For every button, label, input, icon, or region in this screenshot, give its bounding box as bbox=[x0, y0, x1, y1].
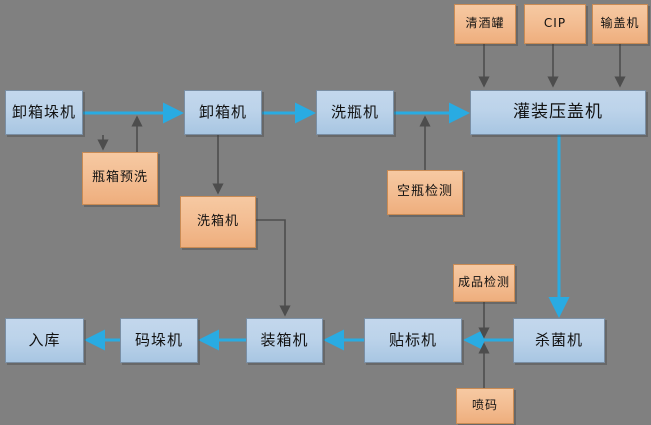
process-node-label: 洗瓶机 bbox=[330, 103, 379, 122]
process-node-label: 输盖机 bbox=[600, 16, 640, 31]
process-node-n5[interactable]: 洗瓶机 bbox=[316, 90, 394, 135]
process-node-n15[interactable]: 装箱机 bbox=[246, 318, 323, 363]
process-node-n14[interactable]: 贴标机 bbox=[364, 318, 462, 363]
process-node-label: 空瓶检测 bbox=[396, 184, 453, 200]
process-node-n8[interactable]: 清酒罐 bbox=[454, 4, 516, 44]
process-node-n4[interactable]: 洗箱机 bbox=[180, 196, 256, 248]
process-node-n3[interactable]: 卸箱机 bbox=[184, 90, 262, 135]
process-node-label: 入库 bbox=[28, 331, 61, 350]
process-node-n6[interactable]: 空瓶检测 bbox=[387, 170, 463, 215]
process-node-n11[interactable]: 杀菌机 bbox=[513, 318, 605, 363]
process-node-label: 杀菌机 bbox=[534, 331, 583, 350]
process-node-label: CIP bbox=[543, 16, 567, 31]
process-node-label: 卸箱机 bbox=[198, 103, 247, 122]
process-node-label: 成品检测 bbox=[457, 275, 510, 290]
process-node-label: 瓶箱预洗 bbox=[91, 170, 148, 186]
process-node-n13[interactable]: 喷码 bbox=[456, 388, 514, 424]
process-node-label: 装箱机 bbox=[260, 331, 309, 350]
process-node-label: 喷码 bbox=[471, 398, 498, 413]
process-node-n2[interactable]: 瓶箱预洗 bbox=[82, 152, 158, 205]
auxiliary-flow-edges bbox=[97, 44, 626, 388]
process-node-n10[interactable]: 输盖机 bbox=[592, 4, 648, 44]
process-node-n9[interactable]: CIP bbox=[524, 4, 586, 44]
process-node-label: 灌装压盖机 bbox=[513, 102, 603, 123]
process-node-label: 贴标机 bbox=[388, 331, 437, 350]
process-node-n12[interactable]: 成品检测 bbox=[453, 264, 515, 302]
process-node-n1[interactable]: 卸箱垛机 bbox=[5, 90, 83, 135]
process-node-n17[interactable]: 入库 bbox=[5, 318, 84, 363]
process-node-label: 清酒罐 bbox=[465, 16, 505, 31]
process-node-label: 卸箱垛机 bbox=[11, 103, 76, 122]
process-node-label: 码垛机 bbox=[134, 331, 183, 350]
process-node-n7[interactable]: 灌装压盖机 bbox=[470, 90, 646, 135]
main-flow-edges bbox=[83, 102, 570, 351]
process-node-label: 洗箱机 bbox=[196, 213, 239, 229]
process-node-n16[interactable]: 码垛机 bbox=[120, 318, 198, 363]
